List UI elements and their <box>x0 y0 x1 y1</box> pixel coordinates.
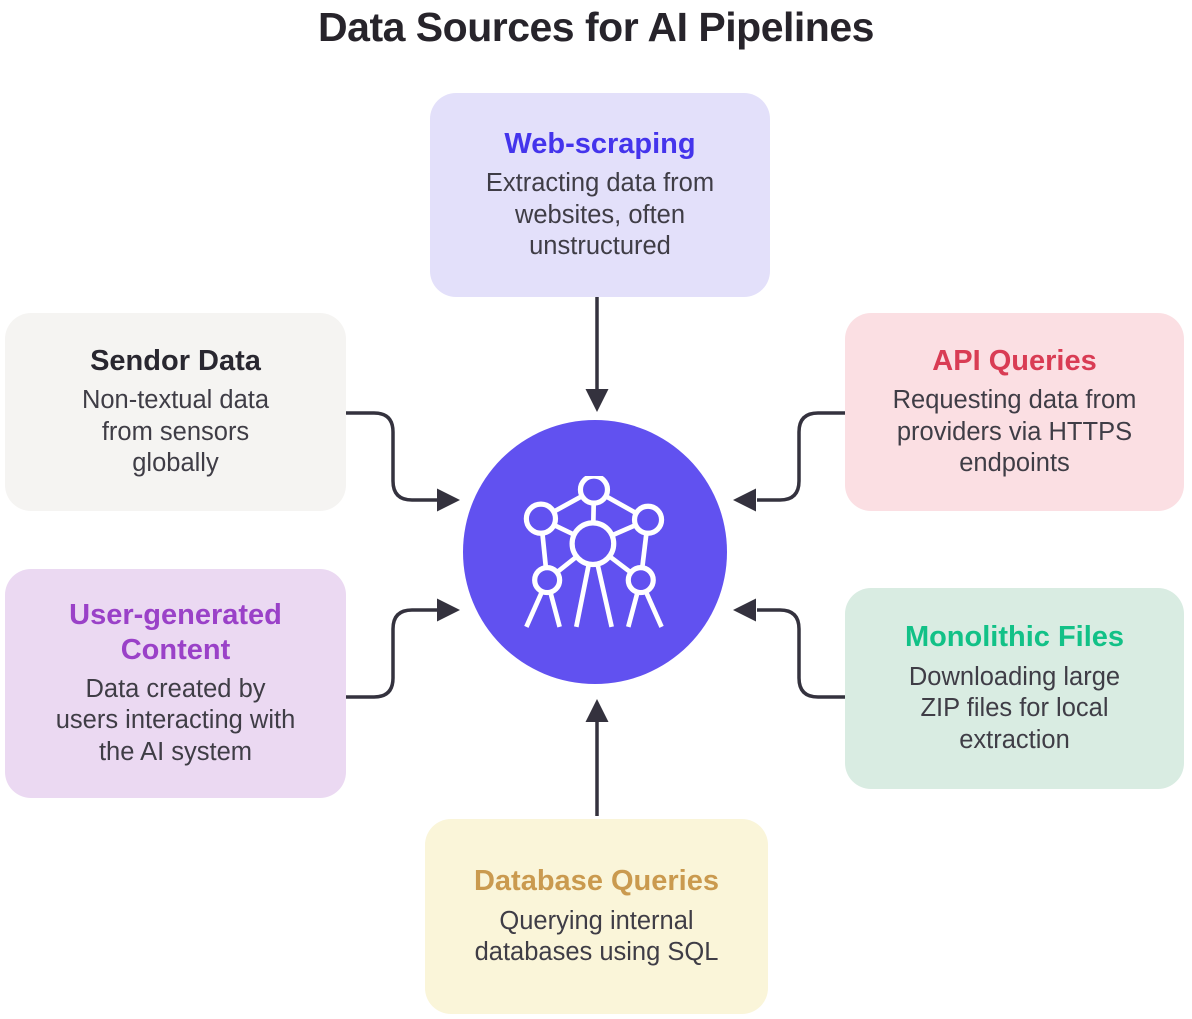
node-user-generated-content: User-generated Content Data created by u… <box>5 569 346 798</box>
node-description: Data created by users interacting with t… <box>55 674 296 767</box>
node-title: Web-scraping <box>504 127 696 160</box>
network-nodes-icon <box>523 476 665 628</box>
node-description: Non-textual data from sensors globally <box>81 386 270 478</box>
arrowhead-up-icon <box>585 699 609 722</box>
arrowhead-right-icon <box>437 598 460 622</box>
arrowhead-left-icon <box>733 598 756 622</box>
center-circle <box>463 420 727 684</box>
arrow-user-generated-content-to-center <box>346 608 438 699</box>
node-title: User-generated Content <box>69 599 282 666</box>
page-title: Data Sources for AI Pipelines <box>318 4 874 50</box>
arrow-monolithic-files-to-center <box>757 608 846 699</box>
node-description: Downloading large ZIP files for local ex… <box>908 662 1121 754</box>
arrowhead-left-icon <box>733 488 756 512</box>
node-title: Monolithic Files <box>904 621 1125 654</box>
arrowhead-down-icon <box>585 389 609 412</box>
arrow-api-queries-to-center <box>757 411 846 502</box>
arrow-sendor-data-to-center <box>346 411 438 502</box>
node-api-queries: API Queries Requesting data from provide… <box>845 313 1184 511</box>
node-description: Requesting data from providers via HTTPS… <box>892 386 1137 478</box>
node-web-scraping: Web-scraping Extracting data from websit… <box>430 93 770 297</box>
arrowhead-right-icon <box>437 488 460 512</box>
node-title: Database Queries <box>473 865 719 898</box>
node-description: Querying internal databases using SQL <box>474 906 719 967</box>
node-title: API Queries <box>932 344 1097 377</box>
node-description: Extracting data from websites, often uns… <box>485 169 715 261</box>
node-monolithic-files: Monolithic Files Downloading large ZIP f… <box>845 588 1184 789</box>
node-title: Sendor Data <box>90 344 261 377</box>
node-sendor-data: Sendor Data Non-textual data from sensor… <box>5 313 346 511</box>
node-database-queries: Database Queries Querying internal datab… <box>425 819 768 1014</box>
